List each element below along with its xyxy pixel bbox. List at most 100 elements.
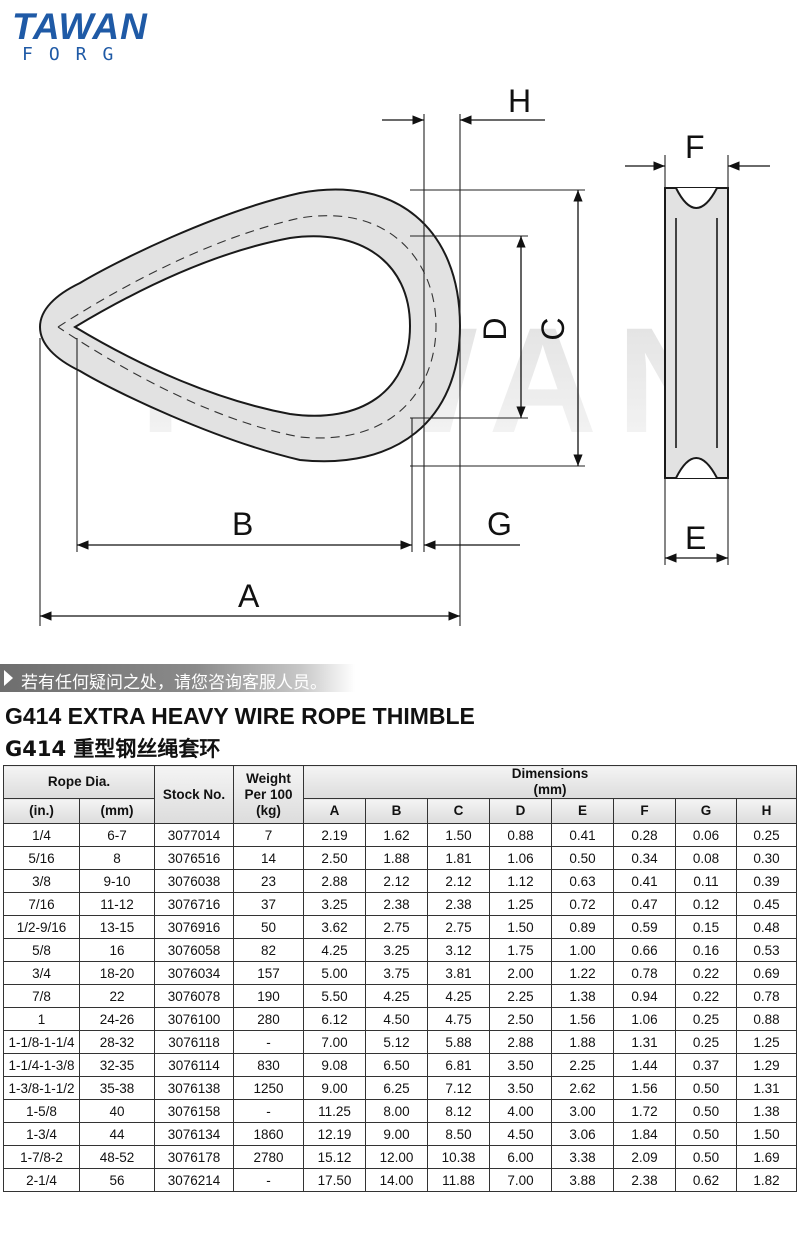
cell-dim-g: 0.25: [675, 1030, 738, 1054]
cell-dim-h: 1.38: [736, 1099, 798, 1123]
cell-dim-h: 0.69: [736, 961, 798, 985]
cell-dim-h: 0.78: [736, 984, 798, 1008]
cell-dim-b: 12.00: [365, 1145, 429, 1169]
cell-stock-no: 3076214: [154, 1168, 235, 1192]
cell-dim-b: 3.75: [365, 961, 429, 985]
cell-rope-in: 1/4: [3, 823, 80, 847]
cell-dim-g: 0.12: [675, 892, 738, 916]
cell-dim-d: 0.88: [489, 823, 553, 847]
header-dim-e: E: [551, 798, 615, 824]
contact-banner: 若有任何疑问之处，请您咨询客服人员。: [0, 664, 355, 693]
cell-dim-a: 2.19: [303, 823, 367, 847]
cell-stock-no: 3076118: [154, 1030, 235, 1054]
cell-dim-e: 3.88: [551, 1168, 615, 1192]
cell-stock-no: 3076916: [154, 915, 235, 939]
cell-dim-d: 7.00: [489, 1168, 553, 1192]
cell-dim-g: 0.06: [675, 823, 738, 847]
table-header-row: Rope Dia. Stock No. Weight Per 100 (kg) …: [2, 765, 798, 824]
cell-dim-g: 0.08: [675, 846, 738, 870]
cell-rope-in: 1-3/8-1-1/2: [3, 1076, 80, 1100]
cell-dim-f: 0.34: [613, 846, 677, 870]
cell-dim-e: 0.89: [551, 915, 615, 939]
cell-stock-no: 3076078: [154, 984, 235, 1008]
cell-weight: 23: [233, 869, 305, 893]
cell-dim-a: 3.25: [303, 892, 367, 916]
header-stock-no: Stock No.: [154, 765, 235, 824]
cell-dim-b: 4.50: [365, 1007, 429, 1031]
cell-dim-d: 4.00: [489, 1099, 553, 1123]
cell-dim-h: 0.30: [736, 846, 798, 870]
cell-dim-c: 11.88: [427, 1168, 491, 1192]
cell-rope-in: 1-5/8: [3, 1099, 80, 1123]
cell-dim-f: 0.66: [613, 938, 677, 962]
spec-table: Rope Dia. Stock No. Weight Per 100 (kg) …: [2, 765, 798, 1192]
cell-rope-in: 7/8: [3, 984, 80, 1008]
brand-logo-sub: FORG: [22, 44, 130, 65]
cell-dim-a: 5.00: [303, 961, 367, 985]
cell-stock-no: 3076716: [154, 892, 235, 916]
cell-dim-a: 11.25: [303, 1099, 367, 1123]
header-weight-line1: Weight: [246, 770, 291, 786]
header-dim-f: F: [613, 798, 677, 824]
cell-dim-f: 0.47: [613, 892, 677, 916]
cell-dim-b: 1.88: [365, 846, 429, 870]
cell-dim-d: 2.50: [489, 1007, 553, 1031]
cell-stock-no: 3076034: [154, 961, 235, 985]
header-weight-line2: Per 100: [244, 786, 293, 802]
cell-weight: 157: [233, 961, 305, 985]
header-dim-c: C: [427, 798, 491, 824]
cell-dim-b: 9.00: [365, 1122, 429, 1146]
cell-rope-in: 3/4: [3, 961, 80, 985]
cell-dim-f: 1.06: [613, 1007, 677, 1031]
cell-dim-b: 8.00: [365, 1099, 429, 1123]
table-subheader-row: (in.) (mm) A B C D E F G H: [3, 798, 798, 824]
cell-dim-e: 0.50: [551, 846, 615, 870]
cell-rope-mm: 35-38: [78, 1076, 156, 1100]
header-dim-h: H: [736, 798, 798, 824]
cell-dim-e: 2.62: [551, 1076, 615, 1100]
cell-dim-f: 0.41: [613, 869, 677, 893]
cell-dim-e: 1.38: [551, 984, 615, 1008]
cell-rope-mm: 16: [78, 938, 156, 962]
cell-dim-b: 2.38: [365, 892, 429, 916]
cell-dim-h: 1.31: [736, 1076, 798, 1100]
cell-dim-a: 15.12: [303, 1145, 367, 1169]
cell-dim-h: 0.45: [736, 892, 798, 916]
header-dim-d: D: [489, 798, 553, 824]
cell-dim-f: 0.28: [613, 823, 677, 847]
cell-dim-f: 0.94: [613, 984, 677, 1008]
cell-dim-a: 12.19: [303, 1122, 367, 1146]
cell-weight: 2780: [233, 1145, 305, 1169]
cell-rope-in: 5/8: [3, 938, 80, 962]
cell-dim-e: 3.06: [551, 1122, 615, 1146]
cell-dim-f: 1.84: [613, 1122, 677, 1146]
cell-weight: 280: [233, 1007, 305, 1031]
header-weight-line3: (kg): [256, 802, 281, 818]
cell-dim-b: 3.25: [365, 938, 429, 962]
product-title-en: G414 EXTRA HEAVY WIRE ROPE THIMBLE: [5, 703, 475, 729]
cell-dim-c: 4.25: [427, 984, 491, 1008]
cell-dim-h: 0.25: [736, 823, 798, 847]
cell-dim-g: 0.37: [675, 1053, 738, 1077]
cell-rope-mm: 8: [78, 846, 156, 870]
cell-rope-mm: 48-52: [78, 1145, 156, 1169]
cell-dim-f: 0.59: [613, 915, 677, 939]
cell-weight: 830: [233, 1053, 305, 1077]
cell-stock-no: 3076158: [154, 1099, 235, 1123]
thimble-front-view: [664, 187, 729, 479]
cell-dim-b: 2.12: [365, 869, 429, 893]
cell-dim-d: 1.12: [489, 869, 553, 893]
cell-dim-h: 1.82: [736, 1168, 798, 1192]
arrow-right-icon: [4, 670, 13, 686]
cell-dim-g: 0.22: [675, 984, 738, 1008]
cell-dim-f: 2.38: [613, 1168, 677, 1192]
cell-dim-g: 0.50: [675, 1076, 738, 1100]
cell-dim-e: 3.00: [551, 1099, 615, 1123]
cell-dim-c: 1.50: [427, 823, 491, 847]
